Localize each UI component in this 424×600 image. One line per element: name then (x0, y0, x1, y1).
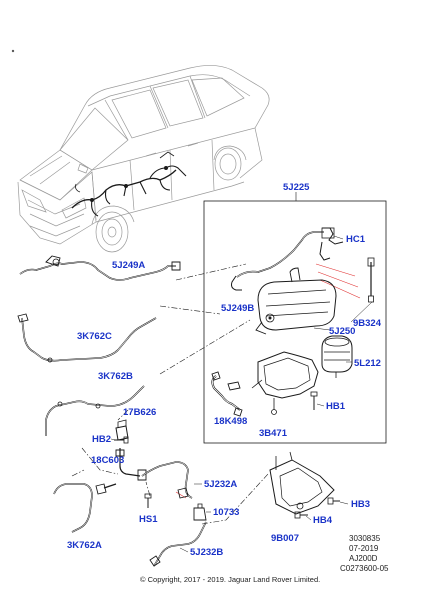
label-hb4: HB4 (313, 515, 333, 526)
ref-number: 3030835 (349, 534, 381, 543)
reservoir-5j250 (255, 267, 337, 335)
bolt-hb3 (327, 497, 340, 505)
hose-18k498 (211, 371, 243, 417)
label-hb3: HB3 (351, 499, 370, 510)
hose-5j232b (149, 521, 207, 567)
shield-3b471 (251, 351, 319, 415)
part-labels: 5J225 HC1 5J249A 5J249B 9B324 5J250 5L21… (67, 182, 382, 558)
label-hb2: HB2 (92, 434, 111, 445)
label-3b471: 3B471 (259, 428, 288, 439)
ref-part: C0273600-05 (340, 564, 389, 573)
label-3k762a: 3K762A (67, 540, 102, 551)
label-5j249b: 5J249B (221, 303, 254, 314)
bolt-hb2 (114, 436, 129, 444)
label-18k498: 18K498 (214, 416, 247, 427)
bolt-hb1 (310, 391, 318, 410)
bolt-hs1 (144, 493, 152, 508)
pipe-3k762a (53, 483, 117, 533)
label-hb1: HB1 (326, 401, 346, 412)
label-5j232a: 5J232A (204, 479, 237, 490)
label-5j225: 5J225 (283, 182, 310, 193)
label-10733: 10733 (213, 507, 239, 518)
label-9b007: 9B007 (271, 533, 299, 544)
label-hs1: HS1 (139, 514, 158, 525)
label-hc1: HC1 (346, 234, 366, 245)
vacuum-pipe-upper (231, 227, 344, 291)
red-leaders (175, 263, 361, 499)
ref-code: AJ200D (349, 554, 378, 563)
dashed-connectors (71, 263, 269, 525)
label-leaders (110, 235, 373, 553)
label-5l212: 5L212 (354, 358, 381, 369)
label-18c603: 18C603 (91, 455, 124, 466)
vehicle-harness (71, 151, 187, 217)
pipe-5j249a (19, 255, 181, 281)
label-17b626: 17B626 (123, 407, 156, 418)
junction-18c603 (115, 448, 147, 481)
sensor-9b324 (367, 257, 375, 303)
reference-block: 3030835 07-2019 AJ200D C0273600-05 (340, 534, 389, 573)
label-9b324: 9B324 (353, 318, 382, 329)
label-5j249a: 5J249A (112, 260, 145, 271)
label-5j250: 5J250 (329, 326, 355, 337)
actuator-5l212 (321, 335, 353, 378)
pipe-3k762b (45, 385, 145, 436)
label-3k762b: 3K762B (98, 371, 133, 382)
clip-10733 (193, 503, 207, 521)
assembly-box (203, 200, 387, 444)
label-3k762c: 3K762C (77, 331, 112, 342)
corner-mark (11, 49, 15, 53)
bolt-hb4 (294, 511, 308, 519)
label-5j232b: 5J232B (190, 547, 223, 558)
pipe-3k762c (17, 313, 157, 363)
bracket-9b007 (269, 451, 335, 515)
vehicle-sketch (17, 65, 270, 253)
ref-date: 07-2019 (349, 544, 379, 553)
hose-5j232a (141, 461, 193, 499)
copyright-text: © Copyright, 2017 - 2019. Jaguar Land Ro… (140, 575, 320, 584)
